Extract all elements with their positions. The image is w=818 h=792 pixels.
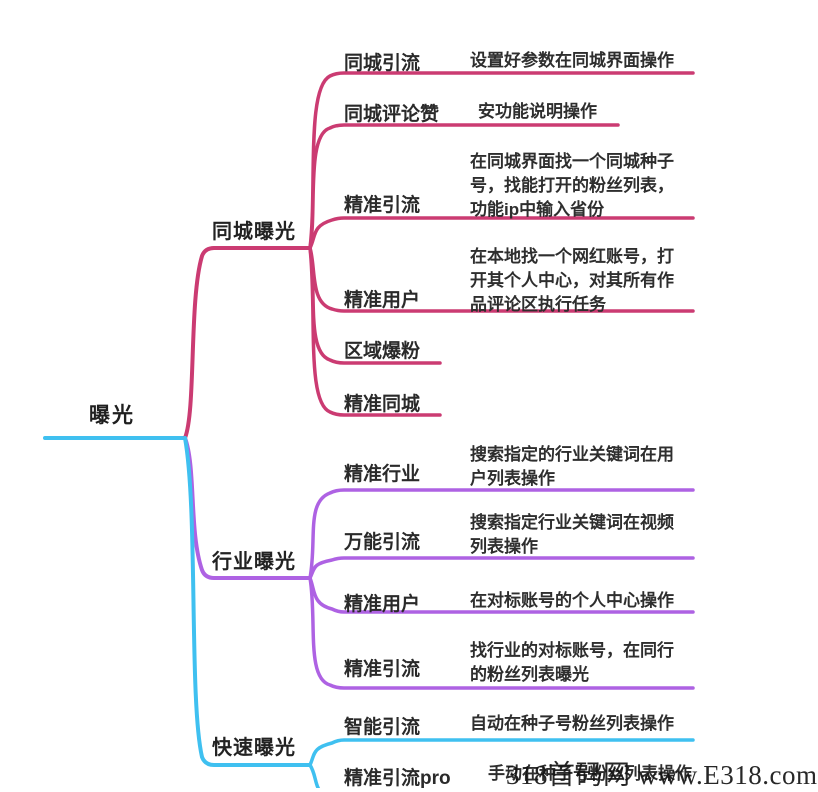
edge-industry-0 — [308, 488, 695, 580]
node-desc[interactable]: 设置好参数在同城界面操作 — [470, 51, 674, 70]
node-same-city-exposure[interactable]: 同城曝光 — [212, 221, 296, 243]
edge-quick-1 — [308, 763, 321, 788]
node-desc[interactable]: 在本地找一个网红账号，打开其个人中心，对其所有作品评论区执行任务 — [470, 247, 674, 314]
node-label[interactable]: 同城引流 — [344, 53, 421, 74]
node-quick-exposure[interactable]: 快速曝光 — [212, 737, 296, 759]
node-desc[interactable]: 在对标账号的个人中心操作 — [470, 591, 674, 610]
node-label[interactable]: 精准引流pro — [344, 768, 451, 789]
node-desc[interactable]: 搜索指定的行业关键词在用户列表操作 — [470, 445, 674, 488]
node-label[interactable]: 区域爆粉 — [344, 341, 421, 362]
node-label[interactable]: 精准行业 — [344, 464, 421, 485]
node-label[interactable]: 精准用户 — [344, 290, 421, 311]
edge-same-city-2 — [308, 216, 695, 250]
node-desc[interactable]: 自动在种子号粉丝列表操作 — [470, 714, 674, 733]
node-label[interactable]: 精准引流 — [344, 659, 421, 680]
edge-same-city-5 — [308, 246, 442, 417]
edge-industry-2 — [308, 576, 695, 614]
node-label[interactable]: 万能引流 — [344, 532, 421, 553]
node-desc[interactable]: 安功能说明操作 — [478, 102, 597, 121]
edge-quick-0 — [308, 738, 695, 767]
node-desc[interactable]: 搜索指定行业关键词在视频列表操作 — [470, 513, 674, 556]
node-desc[interactable]: 找行业的对标账号，在同行的粉丝列表曝光 — [470, 641, 674, 684]
node-desc[interactable]: 手动在种子号粉丝列表操作 — [488, 764, 692, 783]
node-industry-exposure[interactable]: 行业曝光 — [212, 551, 296, 573]
node-desc[interactable]: 在同城界面找一个同城种子号，找能打开的粉丝列表，功能ip中输入省份 — [470, 152, 674, 219]
edge-trunk-same-city — [183, 246, 312, 440]
node-label[interactable]: 精准引流 — [344, 195, 421, 216]
node-label[interactable]: 智能引流 — [344, 717, 421, 738]
edge-industry-3 — [308, 576, 695, 690]
edge-industry-1 — [308, 556, 695, 580]
watermark: 318首码网 www.E318.com — [506, 760, 818, 790]
node-label[interactable]: 同城评论赞 — [344, 104, 440, 125]
edge-same-city-1 — [308, 123, 620, 250]
node-root[interactable]: 曝光 — [89, 404, 135, 427]
node-label[interactable]: 精准同城 — [344, 394, 421, 415]
node-label[interactable]: 精准用户 — [344, 594, 421, 615]
edge-trunk-quick — [183, 436, 312, 767]
